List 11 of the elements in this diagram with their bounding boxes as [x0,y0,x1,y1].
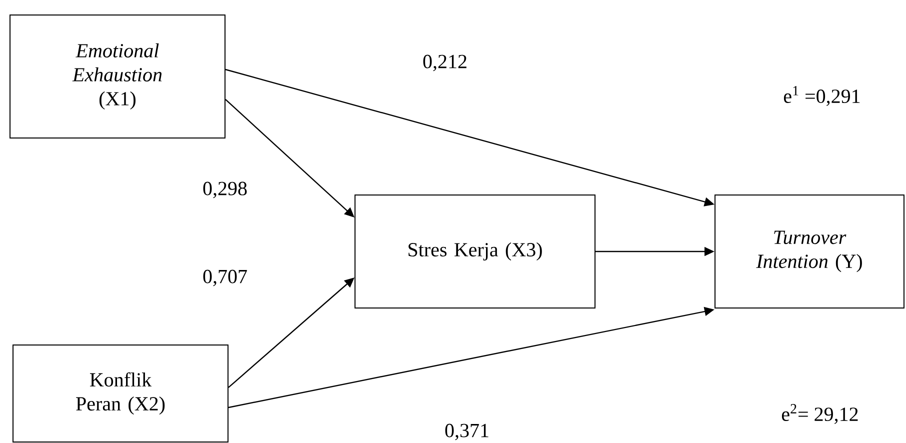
edge-label: 0,707 [202,268,248,288]
edge-label: 0,212 [422,54,468,72]
variable-box: Emotional Exhaustion (X1) [10,14,226,138]
arrow [225,99,354,218]
edge-label: 0,371 [444,422,490,442]
error-term: e$^{2}$= 29,12 [782,404,858,424]
edge-label: 0,298 [202,180,248,200]
variable-box: Stres Kerja (X3) [354,194,596,308]
variable-box: Turnover Intention (Y) [714,194,904,308]
variable-box: Konflik Peran (X2) [12,344,228,442]
error-term: e$^{1}$ =0,291 [784,86,860,106]
